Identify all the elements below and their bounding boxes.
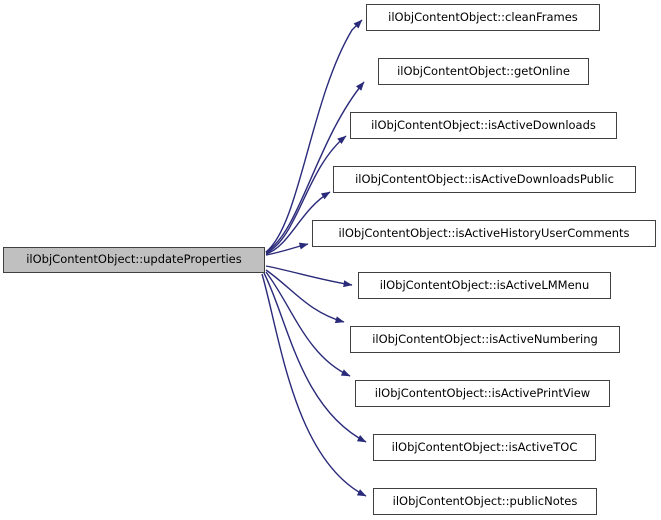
- graph-node[interactable]: ilObjContentObject::isActiveDownloadsPub…: [333, 166, 636, 193]
- graph-node[interactable]: ilObjContentObject::getOnline: [378, 58, 589, 85]
- call-edge: [265, 19, 363, 253]
- call-edge: [265, 271, 351, 377]
- call-edge: [263, 272, 367, 443]
- graph-node-label: ilObjContentObject::isActiveTOC: [391, 439, 578, 454]
- graph-node-label: ilObjContentObject::isActiveHistoryUserC…: [338, 225, 630, 240]
- graph-node-label: ilObjContentObject::isActivePrintView: [374, 385, 591, 400]
- graph-node-label: ilObjContentObject::getOnline: [397, 63, 570, 78]
- graph-node-label: ilObjContentObject::isActiveNumbering: [372, 331, 598, 346]
- graph-node-label: ilObjContentObject::isActiveDownloadsPub…: [355, 171, 614, 186]
- graph-node-label: ilObjContentObject::publicNotes: [392, 493, 578, 508]
- graph-node-label: ilObjContentObject::isActiveLMMenu: [379, 277, 590, 292]
- graph-node[interactable]: ilObjContentObject::isActivePrintView: [355, 380, 610, 407]
- call-edge: [265, 269, 345, 324]
- graph-node[interactable]: ilObjContentObject::isActiveLMMenu: [358, 272, 611, 299]
- call-edge: [265, 242, 309, 256]
- graph-node[interactable]: ilObjContentObject::isActiveDownloads: [350, 112, 617, 139]
- graph-node[interactable]: ilObjContentObject::isActiveTOC: [373, 434, 596, 461]
- graph-node[interactable]: ilObjContentObject::isActiveNumbering: [350, 326, 620, 353]
- graph-node[interactable]: ilObjContentObject::isActiveHistoryUserC…: [312, 220, 656, 247]
- graph-node-root[interactable]: ilObjContentObject::updateProperties: [3, 247, 265, 273]
- edges-group: [261, 19, 367, 497]
- graph-node-label: ilObjContentObject::isActiveDownloads: [371, 117, 596, 132]
- call-edge: [261, 273, 367, 497]
- graph-node[interactable]: ilObjContentObject::cleanFrames: [366, 4, 600, 31]
- graph-node[interactable]: ilObjContentObject::publicNotes: [373, 488, 597, 515]
- graph-node-label: ilObjContentObject::updateProperties: [26, 252, 242, 267]
- call-edge: [265, 265, 353, 288]
- graph-node-label: ilObjContentObject::cleanFrames: [388, 9, 578, 24]
